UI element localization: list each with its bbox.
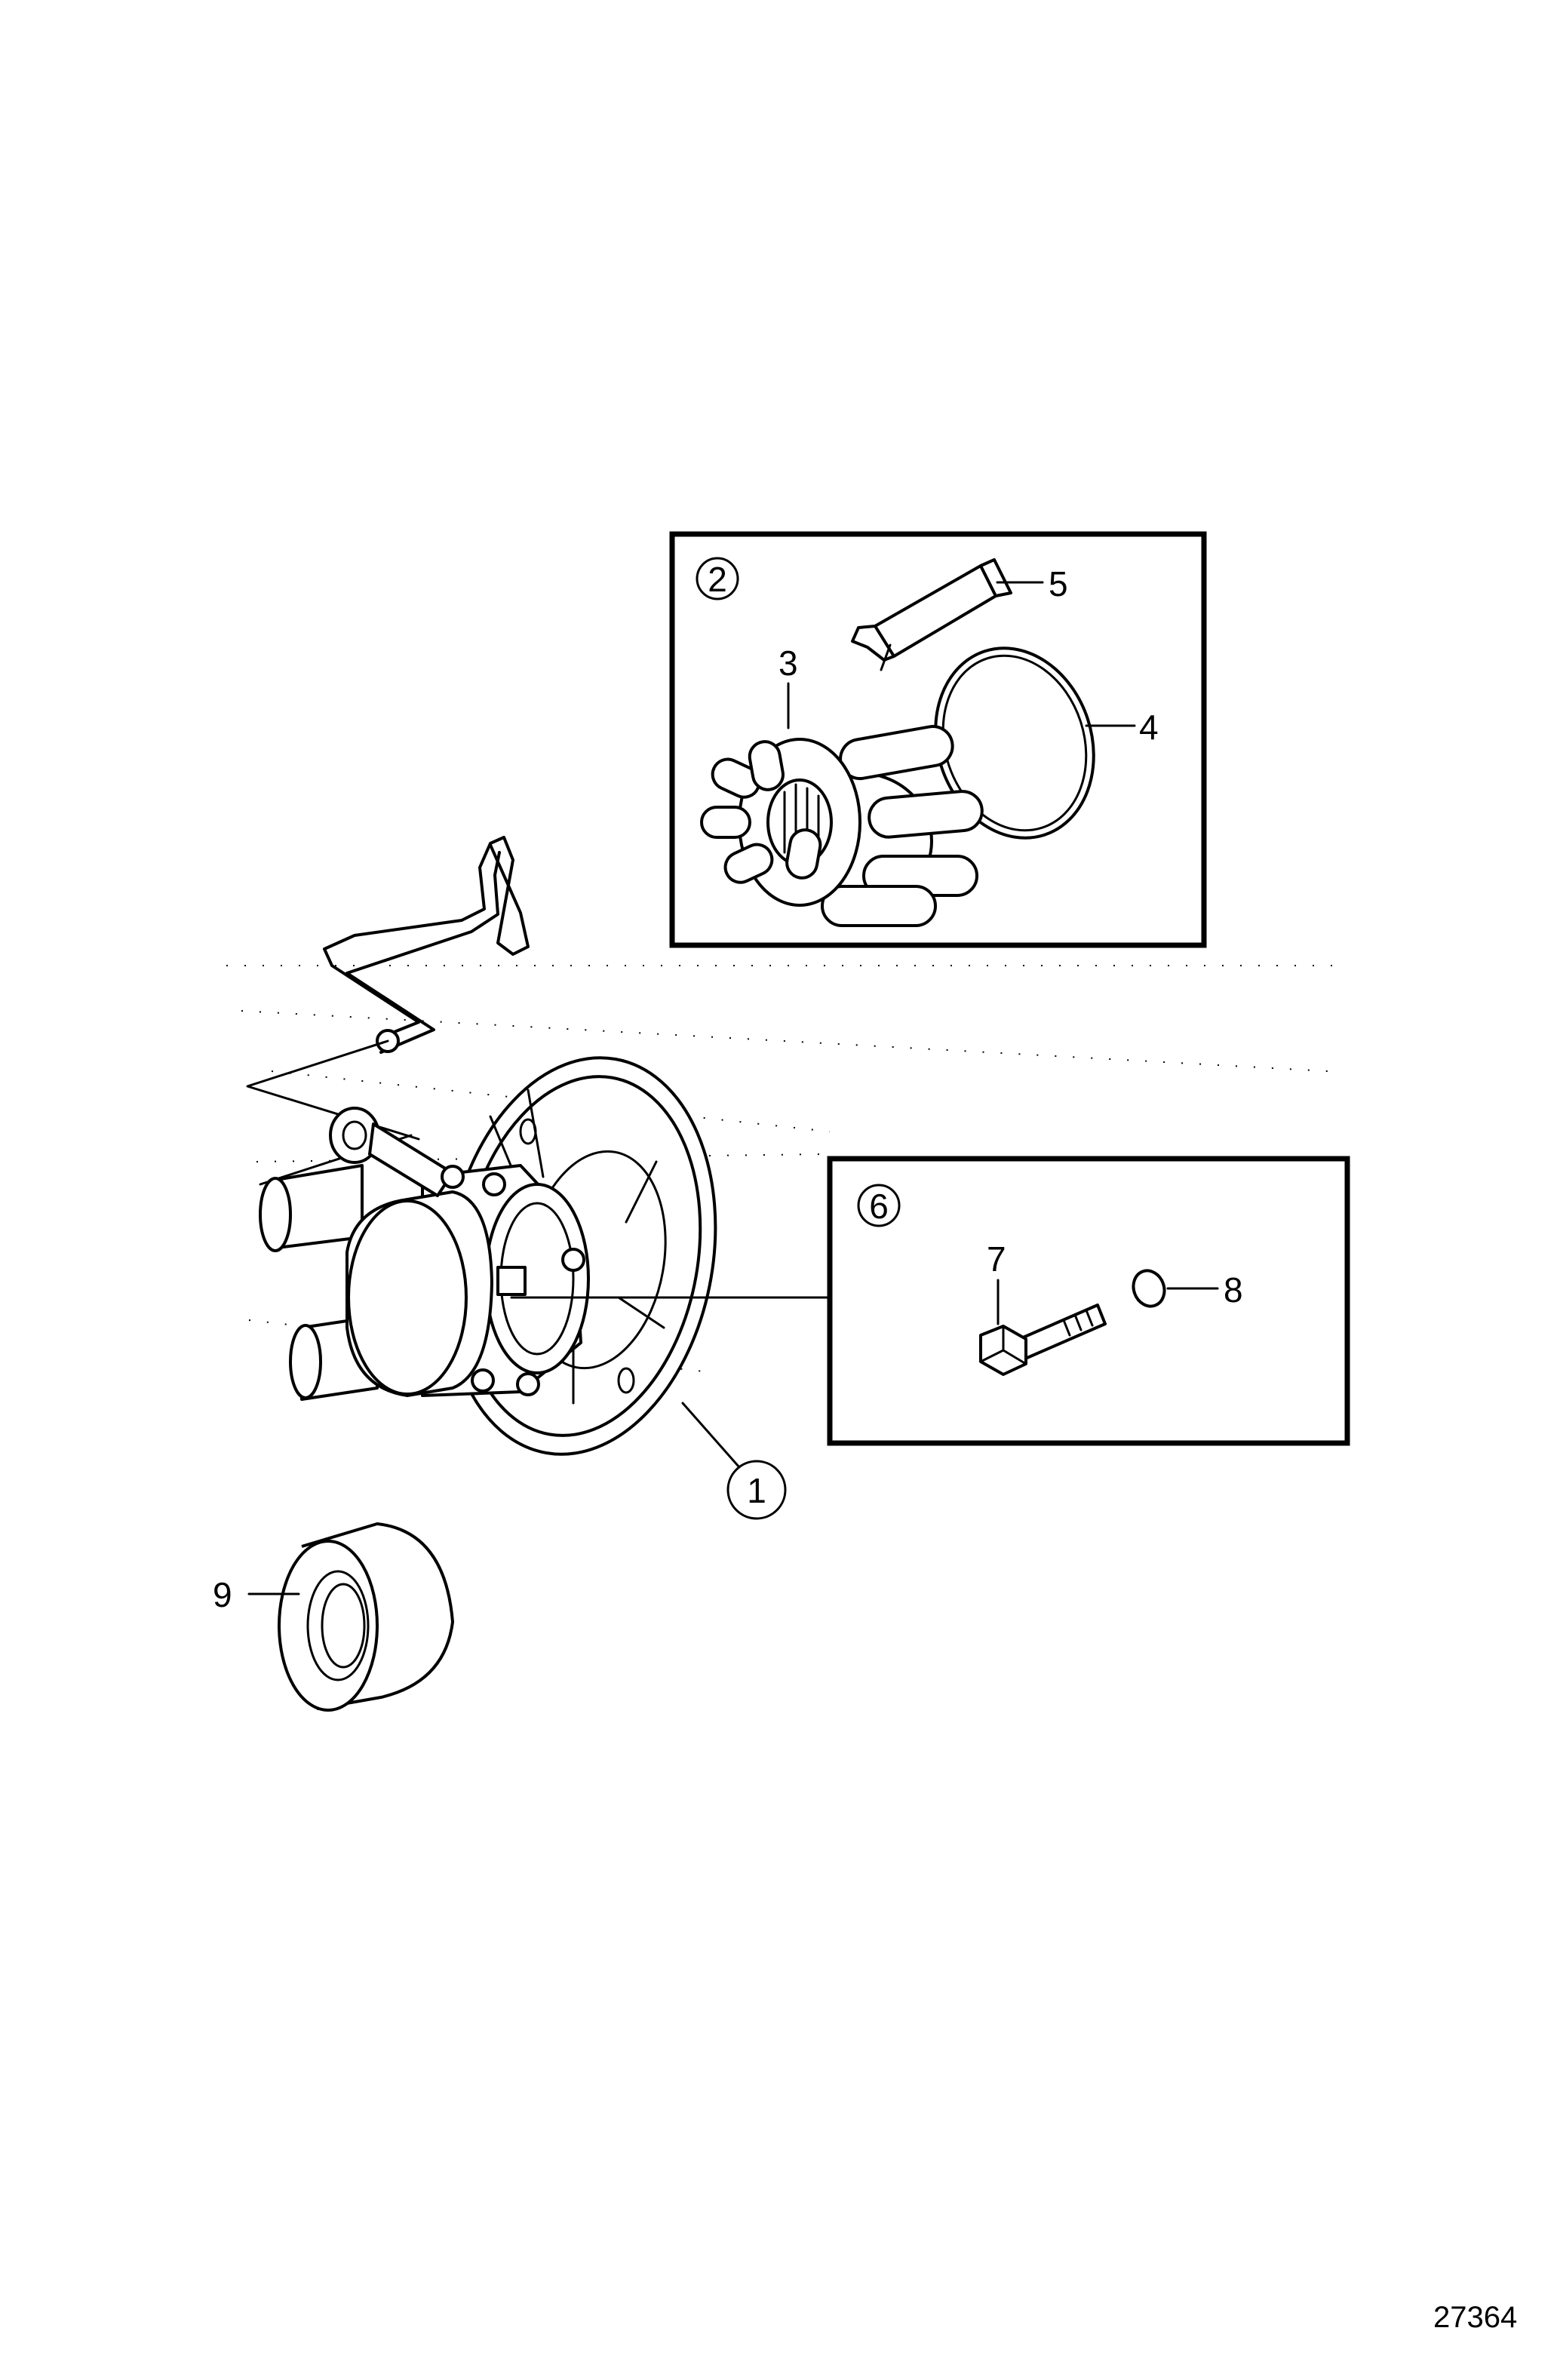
part-bolt	[979, 1279, 1107, 1376]
callout-circle-2	[696, 557, 739, 600]
callout-label-3: 3	[778, 643, 798, 683]
callout-label-1: 1	[747, 1471, 766, 1510]
figure-number: 27364	[1433, 2301, 1517, 2334]
callout-label-7: 7	[987, 1239, 1006, 1279]
part-o-ring-large	[934, 646, 1136, 840]
pump-cover-screws	[441, 1165, 585, 1396]
callout-label-5: 5	[1049, 564, 1068, 603]
kit-box-impeller: 2 5 4	[669, 531, 1207, 948]
callout-label-8: 8	[1224, 1270, 1243, 1310]
callout-label-4: 4	[1139, 708, 1159, 747]
kit-box-bolts: 6 7 8	[827, 1156, 1350, 1446]
part-sea-water-pump	[246, 836, 831, 1469]
callout-circle-6	[857, 1184, 901, 1227]
part-impeller	[700, 682, 984, 927]
part-o-ring-small	[1132, 1269, 1219, 1308]
callout-label-9: 9	[213, 1575, 232, 1614]
part-grease-tube	[851, 558, 1044, 671]
part-seal-ring	[247, 1522, 454, 1712]
callout-label-2: 2	[708, 560, 727, 599]
callout-label-6: 6	[869, 1187, 889, 1226]
callout-circle-1	[726, 1460, 787, 1520]
